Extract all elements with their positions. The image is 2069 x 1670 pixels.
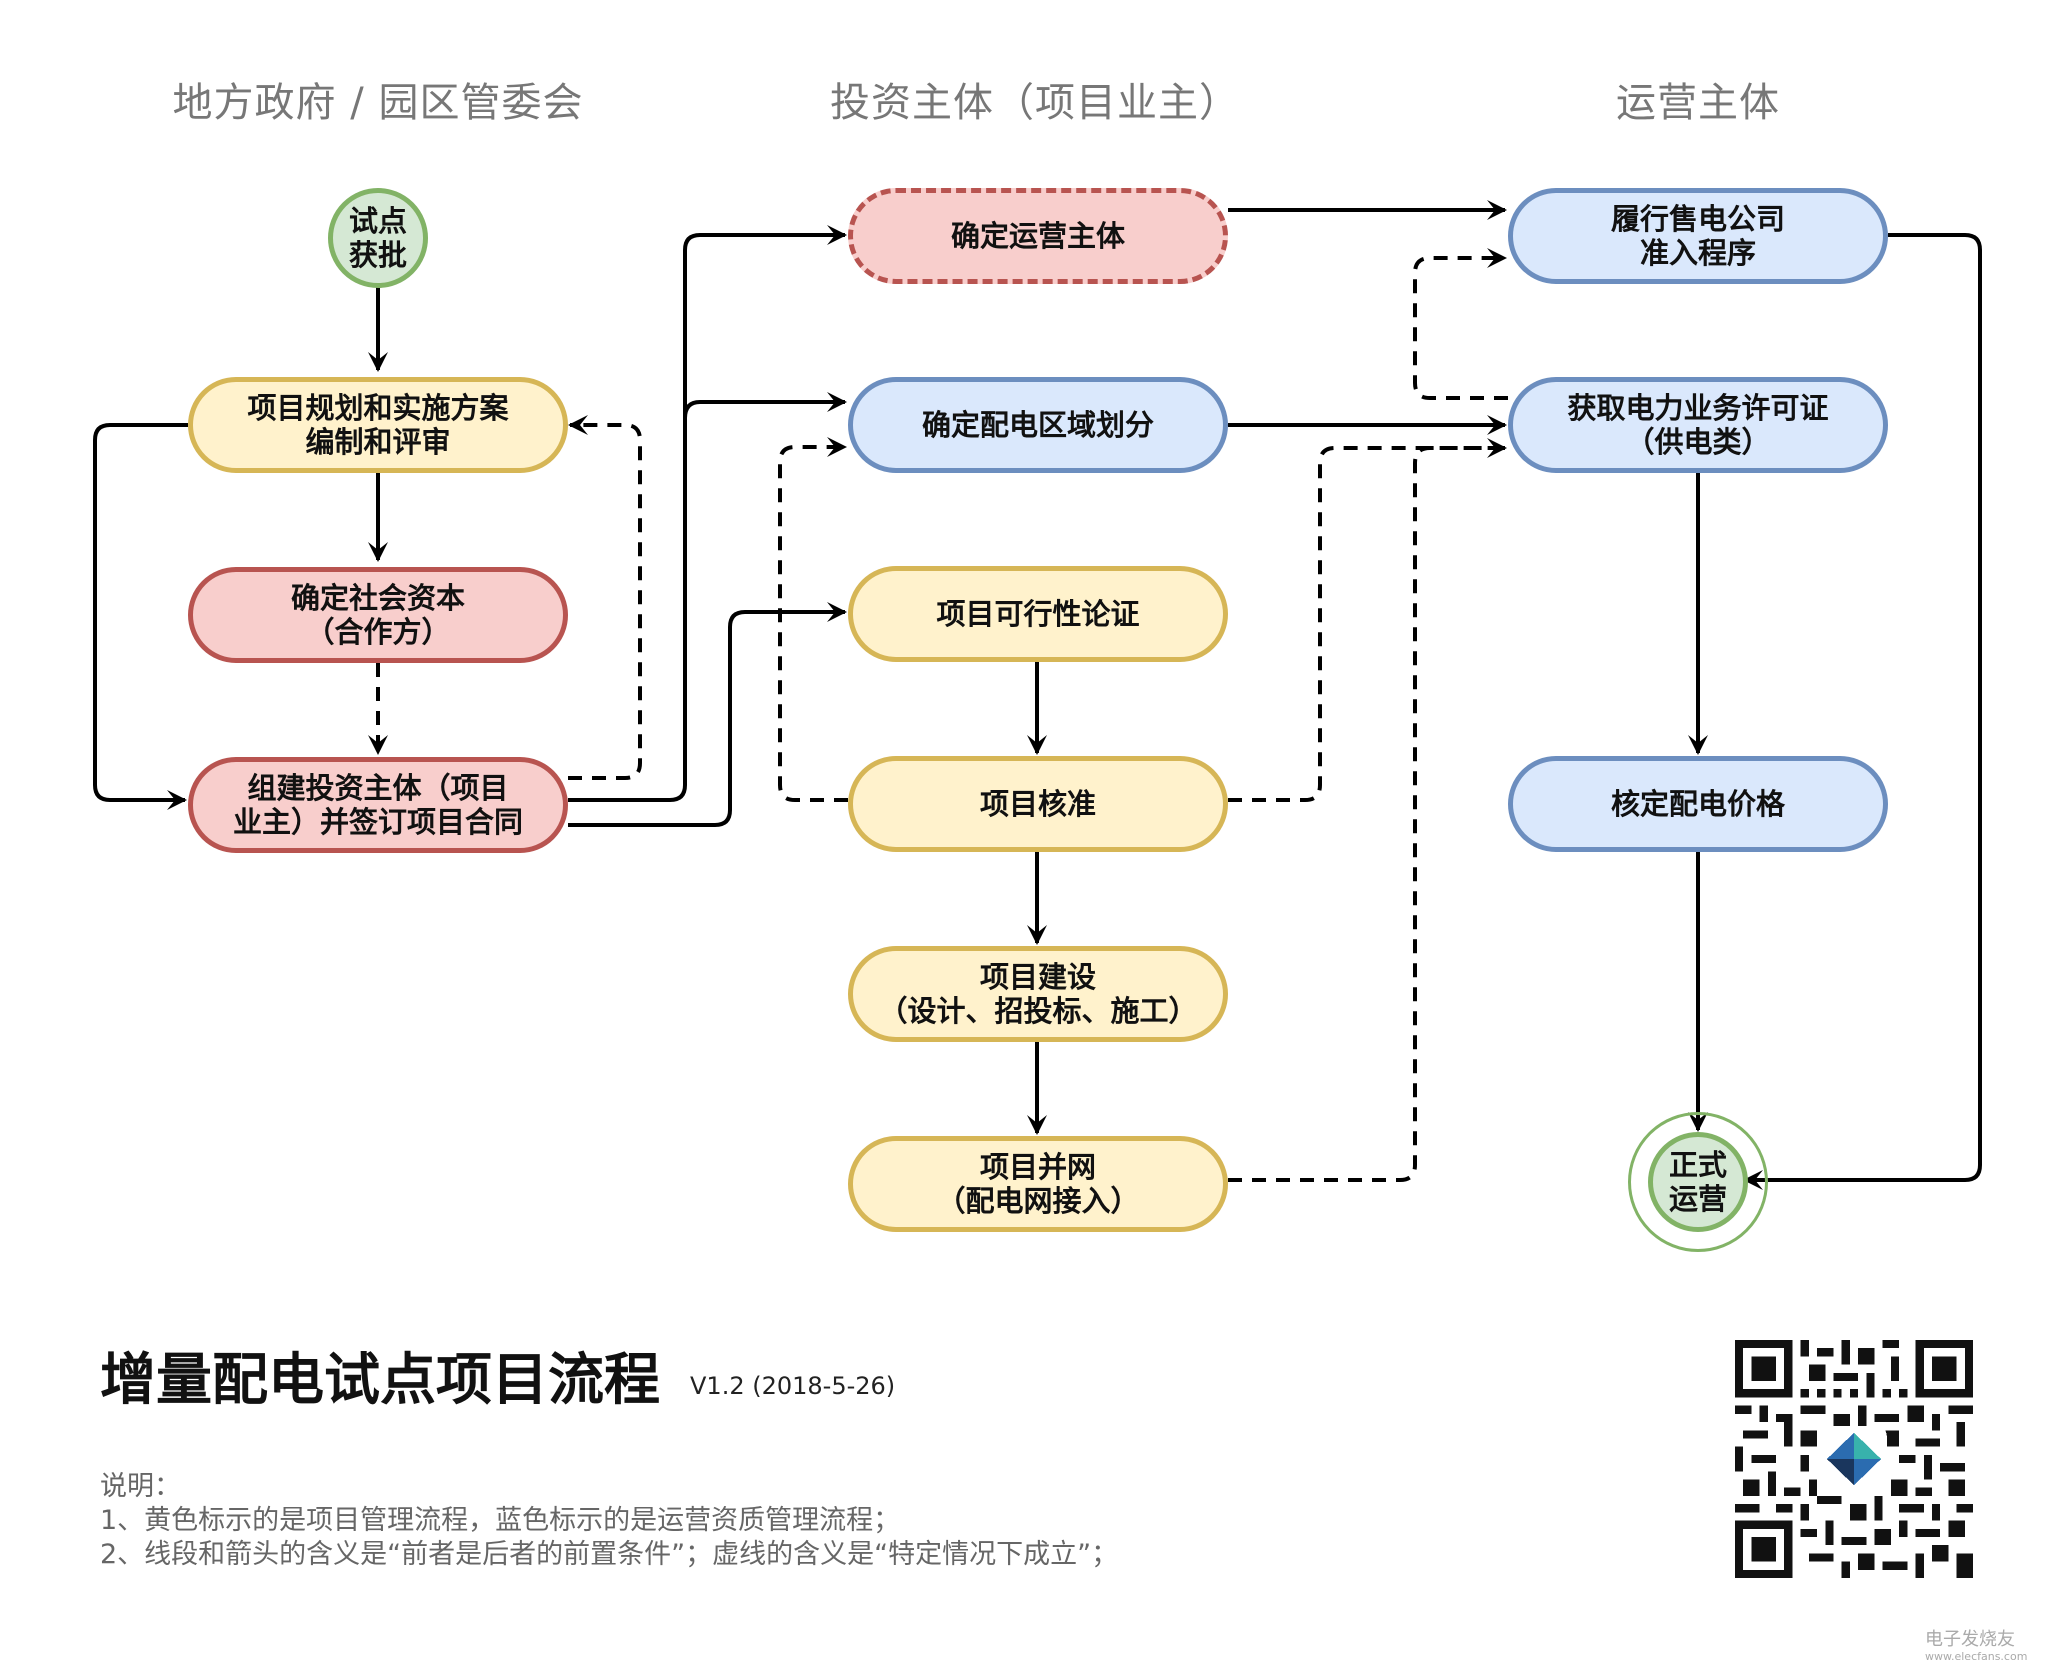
- node-grid-connection: 项目并网 （配电网接入）: [848, 1136, 1228, 1232]
- node-operator-entity: 确定运营主体: [848, 188, 1228, 284]
- note-2: 2、线段和箭头的含义是“前者是后者的前置条件”；虚线的含义是“特定情况下成立”；: [100, 1539, 1119, 1570]
- node-text: 项目可行性论证: [936, 597, 1140, 631]
- edge-sales-to-operation: [1743, 233, 1982, 1190]
- node-text: 组建投资主体（项目: [247, 771, 509, 805]
- edge-license-to-sales: [1413, 248, 1508, 400]
- node-text: 准入程序: [1639, 236, 1756, 270]
- node-text: 运营: [1668, 1182, 1727, 1216]
- edge-grid-to-license: [1228, 446, 1505, 1182]
- column-title-operator: 运营主体: [1616, 80, 1780, 126]
- edge-approval-to-distribution-area: [778, 437, 848, 802]
- edge-establish-to-distribution-area: [683, 392, 847, 419]
- node-text: 正式: [1668, 1148, 1727, 1182]
- diagram-notes: 说明： 1、黄色标示的是项目管理流程，蓝色标示的是运营资质管理流程； 2、线段和…: [100, 1470, 1118, 1572]
- node-text: 项目并网: [979, 1150, 1096, 1184]
- node-text: 核定配电价格: [1610, 787, 1785, 821]
- edge-approval-to-license: [1228, 438, 1507, 802]
- node-text: 项目核准: [979, 787, 1096, 821]
- node-text: 获取电力业务许可证: [1567, 391, 1829, 425]
- node-pilot-approved: 试点 获批: [328, 188, 428, 288]
- node-text: 确定运营主体: [950, 219, 1125, 253]
- node-social-capital: 确定社会资本 （合作方）: [188, 567, 568, 663]
- node-operation-outer-ring: [1628, 1112, 1768, 1252]
- edge-establish-to-feasibility: [568, 602, 847, 827]
- node-text: （设计、招投标、施工）: [878, 994, 1198, 1028]
- column-title-investor: 投资主体（项目业主）: [830, 80, 1240, 126]
- node-text: 确定配电区域划分: [921, 408, 1154, 442]
- diagram-version: V1.2 (2018-5-26): [690, 1372, 896, 1400]
- edge-establish-to-planning: [568, 415, 642, 780]
- node-project-approval: 项目核准: [848, 756, 1228, 852]
- edge-establish-to-operator-entity: [568, 225, 847, 802]
- watermark: 电子发烧友 www.elecfans.com: [1925, 1625, 2027, 1663]
- watermark-url: www.elecfans.com: [1925, 1650, 2028, 1663]
- node-text: （配电网接入）: [936, 1184, 1140, 1218]
- node-text: 项目建设: [979, 960, 1096, 994]
- node-text: 项目规划和实施方案: [247, 391, 509, 425]
- node-power-license: 获取电力业务许可证 （供电类）: [1508, 377, 1888, 473]
- node-project-construction: 项目建设 （设计、招投标、施工）: [848, 946, 1228, 1042]
- node-text: 履行售电公司: [1610, 202, 1785, 236]
- node-text: 试点: [348, 204, 407, 238]
- column-title-government: 地方政府 / 园区管委会: [172, 80, 584, 126]
- node-feasibility-study: 项目可行性论证: [848, 566, 1228, 662]
- node-distribution-area: 确定配电区域划分: [848, 377, 1228, 473]
- node-distribution-price: 核定配电价格: [1508, 756, 1888, 852]
- node-text: 编制和评审: [305, 425, 451, 459]
- note-1: 1、黄色标示的是项目管理流程，蓝色标示的是运营资质管理流程；: [100, 1505, 901, 1536]
- node-text: 确定社会资本: [290, 581, 465, 615]
- node-text: 业主）并签订项目合同: [232, 805, 523, 839]
- node-text: （供电类）: [1625, 425, 1771, 459]
- notes-heading: 说明：: [100, 1471, 181, 1502]
- qr-code-image: [1735, 1340, 1973, 1578]
- node-text: （合作方）: [305, 615, 451, 649]
- diagram-title: 增量配电试点项目流程: [100, 1348, 660, 1413]
- node-sales-company-admission: 履行售电公司 准入程序: [1508, 188, 1888, 284]
- edge-planning-to-establish: [93, 423, 188, 810]
- node-project-planning: 项目规划和实施方案 编制和评审: [188, 377, 568, 473]
- node-establish-investor: 组建投资主体（项目 业主）并签订项目合同: [188, 757, 568, 853]
- watermark-text: 电子发烧友: [1925, 1629, 2015, 1650]
- node-text: 获批: [348, 238, 407, 272]
- node-formal-operation: 正式 运营: [1648, 1132, 1748, 1232]
